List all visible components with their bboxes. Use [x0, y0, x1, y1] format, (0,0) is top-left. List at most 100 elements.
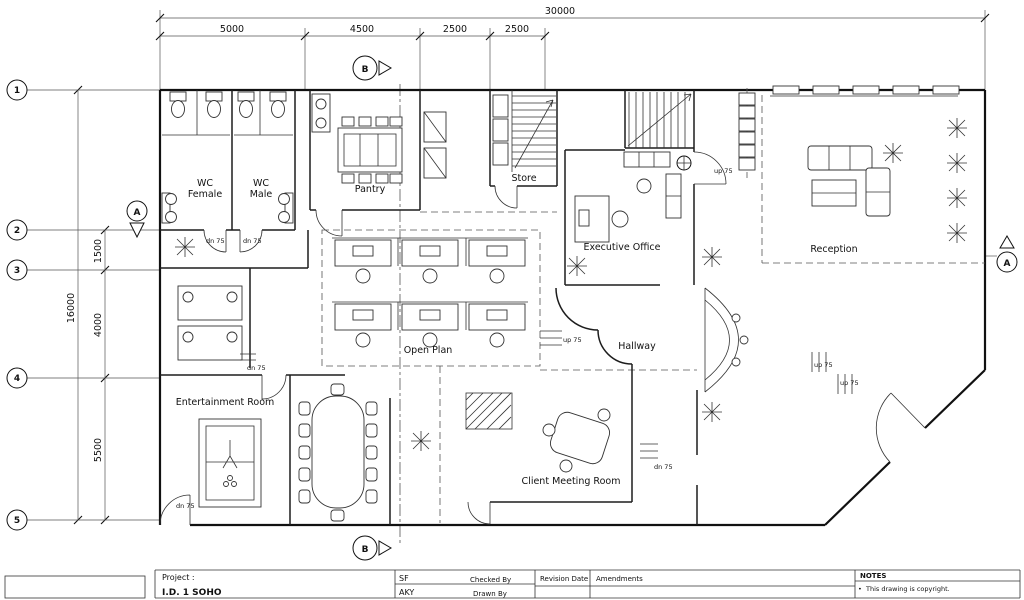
grid-bubble-1	[6, 79, 28, 101]
section-arrow-a-left	[129, 222, 145, 239]
wc-toilets	[169, 91, 287, 118]
annotation-dn-wc-male: dn 75	[243, 237, 262, 245]
hallway-steps	[540, 330, 562, 346]
conference-room	[290, 366, 441, 525]
dim-seg-4: 2500	[505, 24, 529, 35]
equipment-room	[160, 267, 308, 368]
conference-table	[311, 395, 365, 509]
dim-seg-1: 5000	[220, 24, 244, 35]
section-label-a-left: A	[134, 208, 141, 218]
grid-bubble-4	[6, 367, 28, 389]
grid-bubble-3	[6, 259, 28, 281]
annotation-dn-entertainment: dn 75	[247, 364, 266, 372]
plant-icon	[701, 401, 723, 423]
section-arrow-b-bottom	[378, 540, 392, 556]
client-meeting-room: dn 75 Client Meeting Room	[410, 364, 673, 525]
left-dimensions: 16000 1500 4000 5500	[66, 85, 110, 525]
title-block-logo-box	[4, 575, 146, 599]
executive-office: Executive Office	[564, 149, 727, 286]
stair-treads	[628, 92, 686, 148]
pantry-appliances	[423, 111, 447, 179]
room-label-pantry: Pantry	[355, 184, 386, 195]
annotation-dn-client: dn 75	[654, 463, 673, 471]
room-label-hallway: Hallway	[618, 341, 656, 352]
project-label: Project :	[162, 573, 195, 582]
reception-counter	[704, 287, 749, 393]
notes-label: NOTES	[860, 572, 886, 580]
reception-sofa-set	[807, 145, 891, 217]
grid-bubbles: 1 2 3 4 5	[6, 79, 160, 531]
column-symbol	[676, 155, 692, 171]
section-label-a-right: A	[1004, 259, 1011, 269]
section-marker-b-top	[352, 55, 378, 81]
checked-by-value: SF	[399, 574, 409, 583]
room-label-wc-female-1: WC	[197, 178, 213, 189]
checked-by-label: Checked By	[470, 576, 511, 584]
section-label-b-bottom: B	[362, 545, 369, 555]
notes-bullet: •	[858, 585, 862, 593]
workstations	[334, 239, 526, 348]
chamfer-door	[875, 392, 926, 463]
entertainment-room: dn 75 Entertainment Room dn 75	[160, 353, 291, 525]
store: Store	[420, 90, 558, 213]
grid-label-1: 1	[14, 86, 20, 96]
executive-desk	[574, 195, 629, 243]
grid-label-5: 5	[14, 516, 20, 526]
reception-windows	[772, 85, 960, 95]
room-label-executive: Executive Office	[583, 242, 660, 253]
room-label-client-meeting: Client Meeting Room	[522, 476, 621, 487]
annotation-up-hallway: up 75	[563, 336, 582, 344]
section-marker-a-left	[126, 200, 148, 222]
dim-total-height: 16000	[66, 293, 77, 323]
client-steps	[640, 443, 658, 459]
pantry: Pantry	[307, 90, 447, 268]
plant-icon	[566, 255, 588, 277]
wc-basins	[161, 192, 294, 224]
pantry-door	[315, 209, 343, 237]
executive-sofa-set	[623, 151, 682, 219]
main-entry-door	[159, 494, 191, 526]
plant-icon	[882, 142, 904, 164]
plant-icon	[174, 236, 196, 258]
hallway: up 75 Hallway up 75 up 75	[540, 287, 859, 525]
section-marker-a-right	[996, 251, 1018, 273]
section-markers: B B A A	[126, 55, 1018, 561]
annotation-dn-entry: dn 75	[176, 502, 195, 510]
pantry-table	[337, 116, 403, 184]
room-label-store: Store	[511, 173, 536, 184]
building-outline	[158, 88, 987, 527]
annotation-up-ramp-2: up 75	[840, 379, 859, 387]
plant-icon	[946, 152, 968, 174]
annotation-dn-wc-female: dn 75	[206, 237, 225, 245]
store-door	[494, 185, 518, 209]
drawn-by-label: Drawn By	[473, 590, 507, 598]
wc-area: WC Female WC Male dn 75 dn 75	[160, 90, 296, 253]
client-meeting-door	[467, 501, 491, 525]
dim-seg-3: 2500	[443, 24, 467, 35]
grid-label-2: 2	[14, 226, 20, 236]
section-arrow-b-top	[378, 60, 392, 76]
dim-h-seg-3: 5500	[93, 438, 104, 462]
ramp-steps	[811, 352, 853, 394]
plant-icon	[701, 246, 723, 268]
store-stair-treads	[511, 90, 556, 172]
top-dimensions: 30000 5000 4500 2500 2500	[155, 6, 990, 90]
room-label-wc-male-2: Male	[250, 189, 273, 200]
pool-table	[198, 418, 262, 508]
notes-item: This drawing is copyright.	[865, 585, 950, 593]
title-block: Project : I.D. 1 SOHO SF Checked By AKY …	[4, 569, 1021, 599]
annotation-up-ramp-1: up 75	[814, 361, 833, 369]
grid-label-4: 4	[14, 374, 20, 384]
reception: Reception	[701, 85, 985, 423]
project-name: I.D. 1 SOHO	[162, 588, 222, 598]
stair-arrow	[627, 93, 692, 147]
amendments-label: Amendments	[596, 575, 643, 583]
grid-bubble-5	[6, 509, 28, 531]
plant-icon	[946, 117, 968, 139]
plant-icon	[946, 222, 968, 244]
open-plan: Open Plan	[174, 229, 541, 367]
ramp-hatch	[465, 392, 513, 430]
dim-total-width: 30000	[545, 6, 575, 17]
